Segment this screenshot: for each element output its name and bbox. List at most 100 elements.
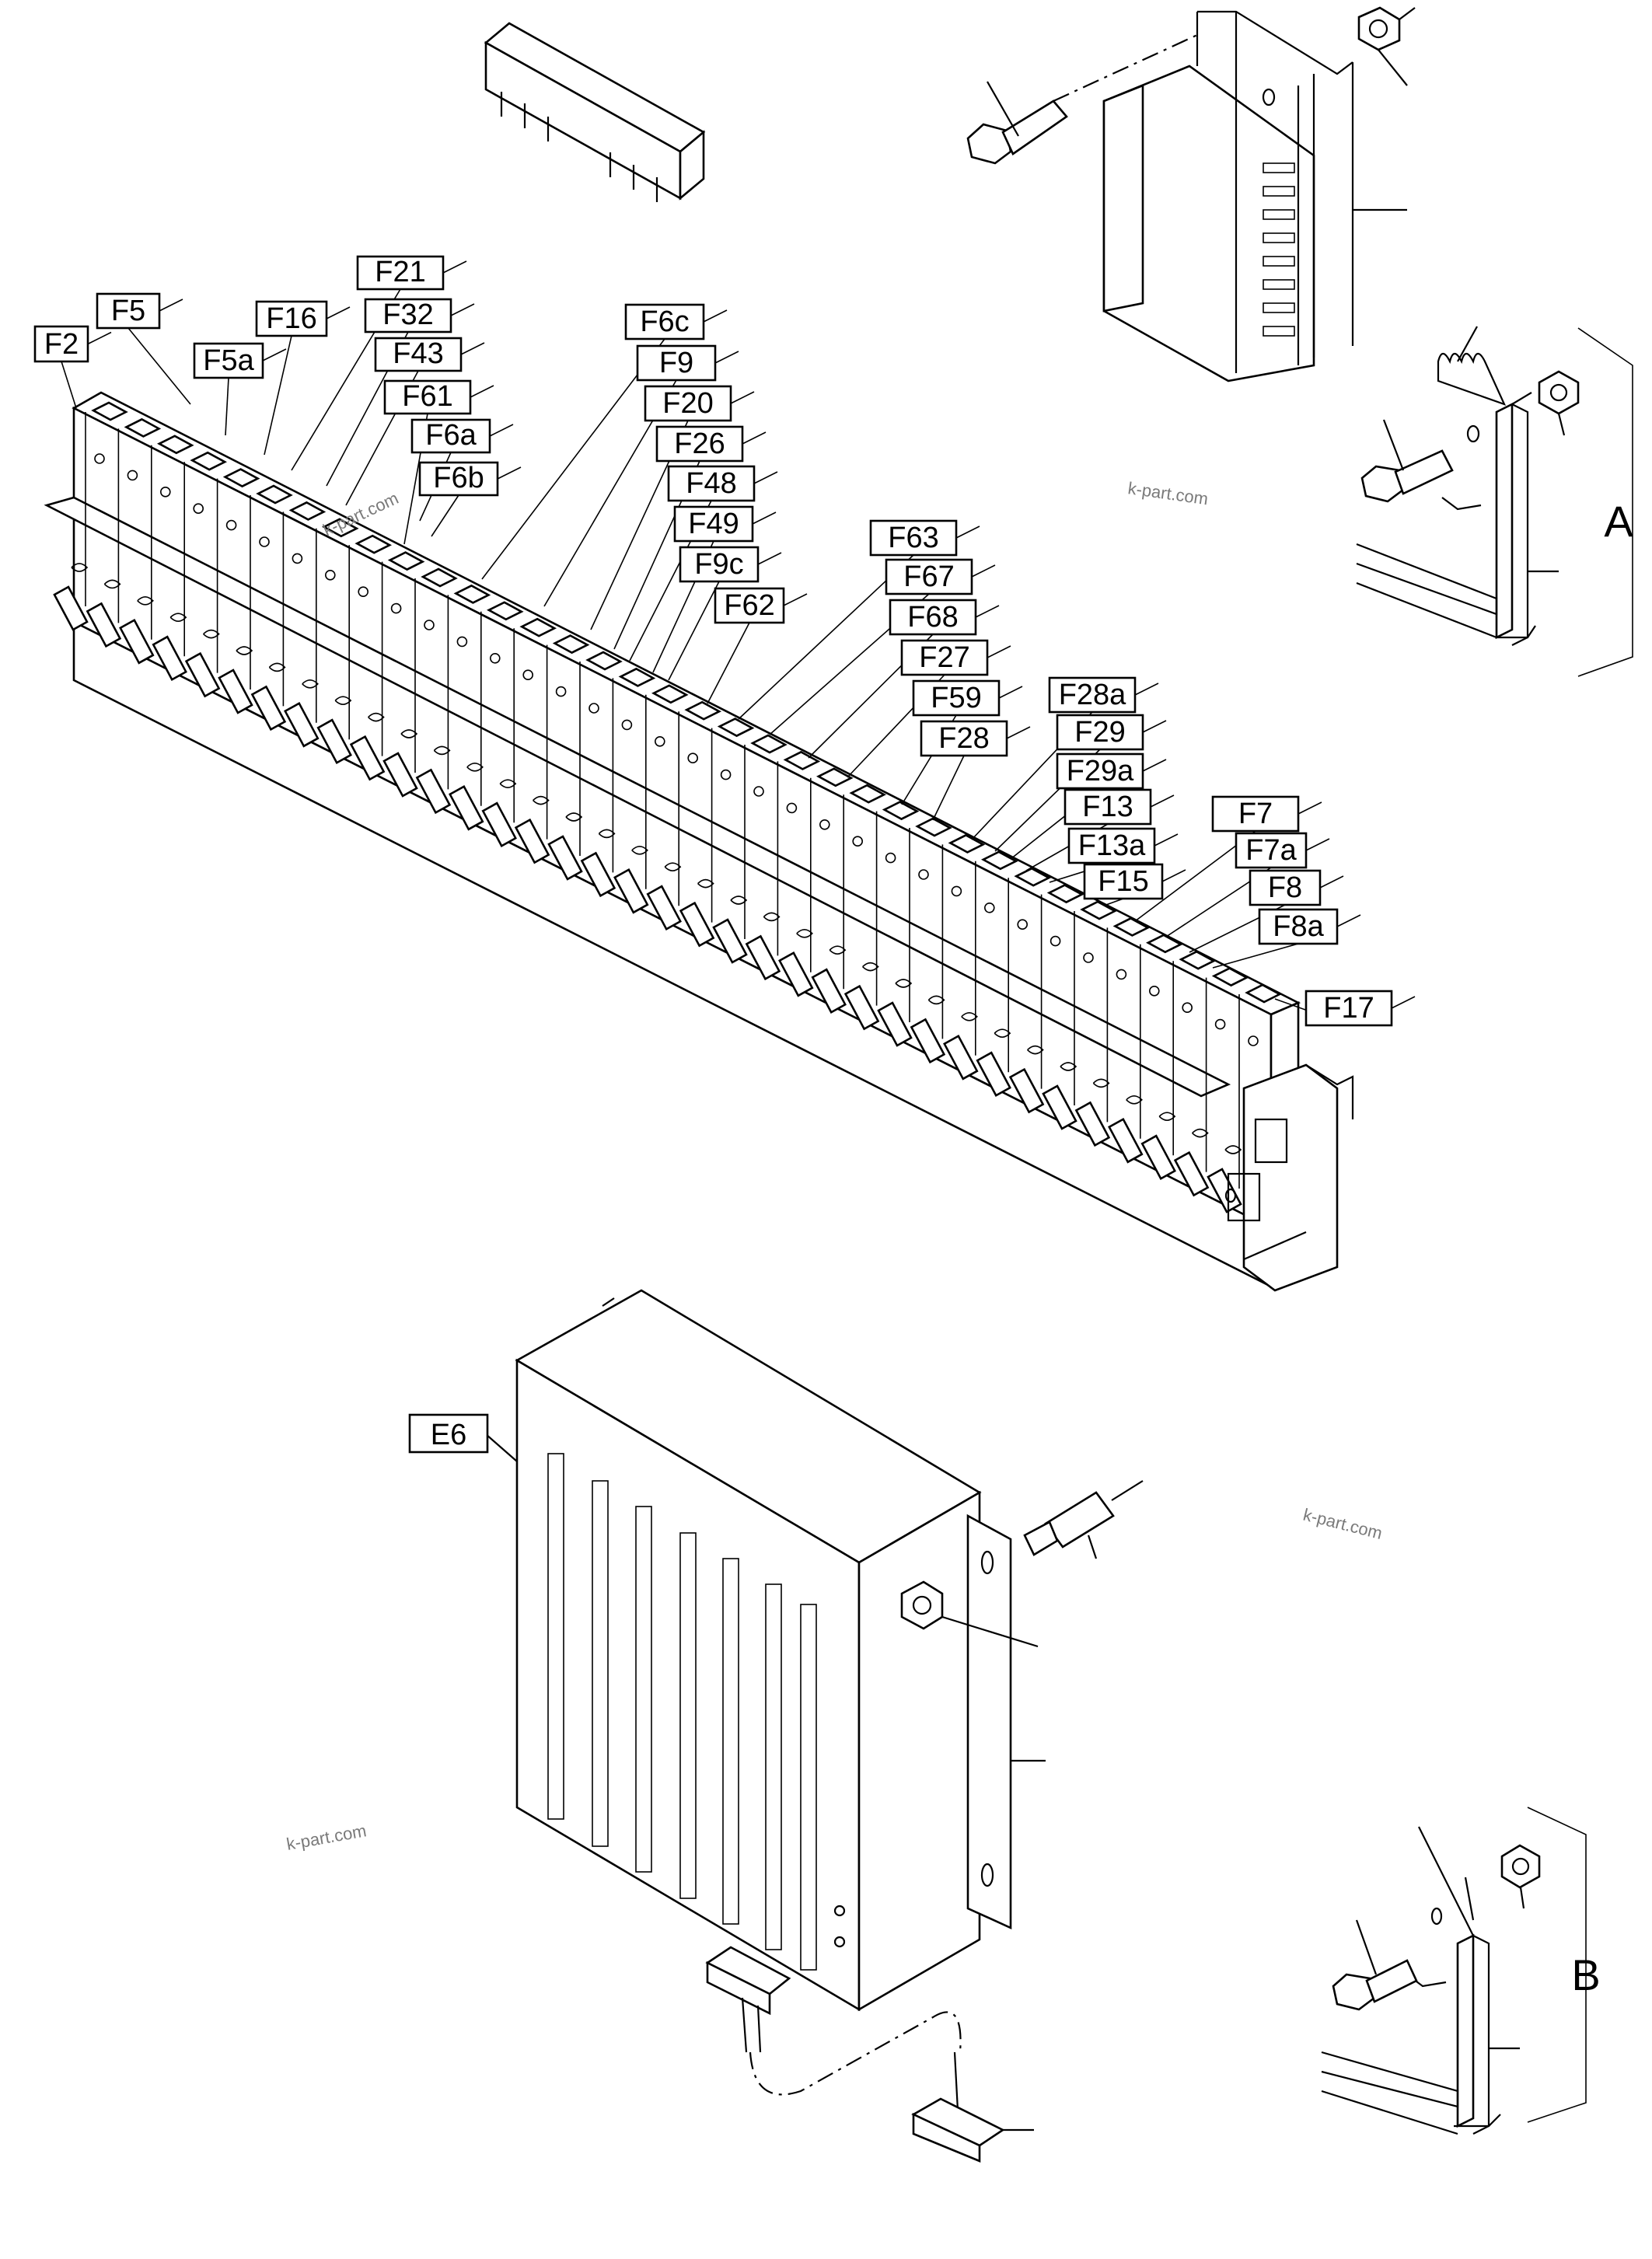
fuse-module — [382, 567, 458, 798]
rail-bracket — [1102, 10, 1407, 382]
fuse-label-f20: F20 — [590, 385, 755, 630]
fuse-label-text: F27 — [919, 641, 969, 674]
fuse-module — [1008, 884, 1084, 1114]
fuse-label-f68: F68 — [808, 599, 1000, 759]
fuse-label-text: F6a — [425, 419, 477, 452]
fuse-module — [250, 501, 327, 731]
fuse-module — [778, 767, 854, 997]
fuse-label-f49: F49 — [652, 505, 777, 673]
label-tick — [1161, 869, 1186, 882]
watermark-4: k-part.com — [285, 1821, 368, 1854]
label-tick — [497, 466, 522, 480]
fuse-label-box — [255, 300, 328, 337]
label-tick — [955, 525, 980, 539]
fuse-label-group: F2F5F5aF16F21F32F43F61F6aF6bF6cF9F20F26F… — [33, 255, 1416, 1027]
fuse-label-box — [1048, 676, 1137, 714]
fuse-module — [184, 468, 260, 698]
label-tick — [1336, 914, 1361, 927]
fuse-label-f7a: F7a — [1165, 832, 1330, 937]
fuse-label-f5a: F5a — [193, 342, 287, 436]
fuse-label-box — [1056, 714, 1144, 751]
fuse-label-text: F29a — [1067, 755, 1134, 787]
fuse-label-f67: F67 — [769, 558, 996, 735]
fuse-label-box — [679, 546, 760, 583]
fuse-label-text: F8a — [1273, 910, 1324, 943]
fuse-label-box — [410, 418, 491, 454]
fuse-label-text: F59 — [931, 682, 981, 714]
label-tick — [1154, 833, 1179, 847]
fuse-label-text: F28a — [1059, 679, 1126, 711]
fuse-label-box — [667, 465, 756, 502]
fuse-label-text: F63 — [888, 522, 938, 554]
fuse-module — [745, 750, 821, 981]
fuse-label-box — [1056, 752, 1144, 790]
label-tick — [753, 471, 778, 484]
fuse-label-text: F62 — [724, 589, 774, 622]
label-tick — [1319, 875, 1344, 889]
leader-line — [932, 755, 965, 821]
label-tick — [1134, 683, 1159, 696]
fuse-label-box — [1235, 832, 1308, 869]
fuse-label-f29a: F29a — [1010, 752, 1167, 860]
fuse-module — [877, 817, 952, 1047]
watermark-3: k-part.com — [1301, 1505, 1385, 1543]
fuse-label-box — [374, 337, 463, 372]
fuse-label-box — [33, 325, 89, 363]
fuse-label-text: F43 — [393, 337, 443, 370]
label-tick — [159, 299, 183, 312]
fuse-module — [119, 435, 194, 665]
fuse-label-text: F13 — [1082, 791, 1133, 823]
fuse-label-f13: F13 — [1025, 788, 1175, 871]
fuse-label-box — [673, 505, 754, 543]
nut-top — [1357, 6, 1416, 86]
fuse-module — [646, 700, 722, 930]
fuse-label-f8a: F8a — [1212, 908, 1361, 969]
fuse-label-box — [383, 379, 472, 415]
label-tick — [470, 385, 494, 398]
fuse-module — [152, 451, 228, 681]
detail-b: B — [1321, 1807, 1601, 2135]
label-tick — [489, 424, 514, 437]
fuse-label-text: F67 — [903, 560, 954, 593]
watermark-1: k-part.com — [1126, 478, 1209, 508]
fuse-label-text: F21 — [375, 256, 425, 288]
fuse-module — [449, 601, 524, 831]
fuse-label-text: F15 — [1098, 865, 1148, 898]
label-tick — [1142, 720, 1167, 733]
fuse-module — [1074, 917, 1151, 1147]
fuse-label-text: F16 — [266, 302, 316, 335]
fuse-label-text: F5 — [111, 295, 145, 327]
fuse-label-box — [624, 303, 705, 340]
fuse-label-f48: F48 — [629, 465, 778, 662]
detail-a-label: A — [1604, 497, 1633, 546]
leader-line — [264, 335, 292, 456]
fuse-module — [349, 551, 425, 781]
fuse-module — [547, 651, 623, 881]
fuse-label-text: F9c — [694, 548, 743, 581]
fuse-label-f13a: F13a — [1049, 827, 1179, 883]
leader-line — [707, 622, 750, 704]
fuse-label-f61: F61 — [383, 379, 494, 545]
fuse-module — [514, 634, 590, 864]
fuse-label-f27: F27 — [847, 639, 1011, 778]
label-tick — [998, 686, 1023, 699]
fuse-module — [481, 617, 557, 847]
label-tick — [1150, 794, 1175, 808]
label-tick — [87, 331, 112, 345]
fuse-label-text: F2 — [44, 328, 79, 361]
module-e6-box — [408, 1413, 489, 1454]
fuse-label-f28a: F28a — [971, 676, 1159, 840]
fuse-module — [943, 850, 1018, 1081]
leader-line — [61, 361, 77, 409]
bus-bar — [484, 22, 706, 202]
label-tick — [1305, 838, 1330, 851]
leader-line — [668, 581, 720, 681]
rail-slots — [1263, 162, 1295, 337]
fuse-label-box — [869, 519, 958, 557]
fuse-label-f28: F28 — [920, 720, 1031, 821]
fuse-label-text: F6b — [433, 462, 484, 494]
leader-line — [481, 338, 665, 580]
fuse-module — [1140, 950, 1217, 1180]
fuse-label-f15: F15 — [1083, 863, 1186, 906]
